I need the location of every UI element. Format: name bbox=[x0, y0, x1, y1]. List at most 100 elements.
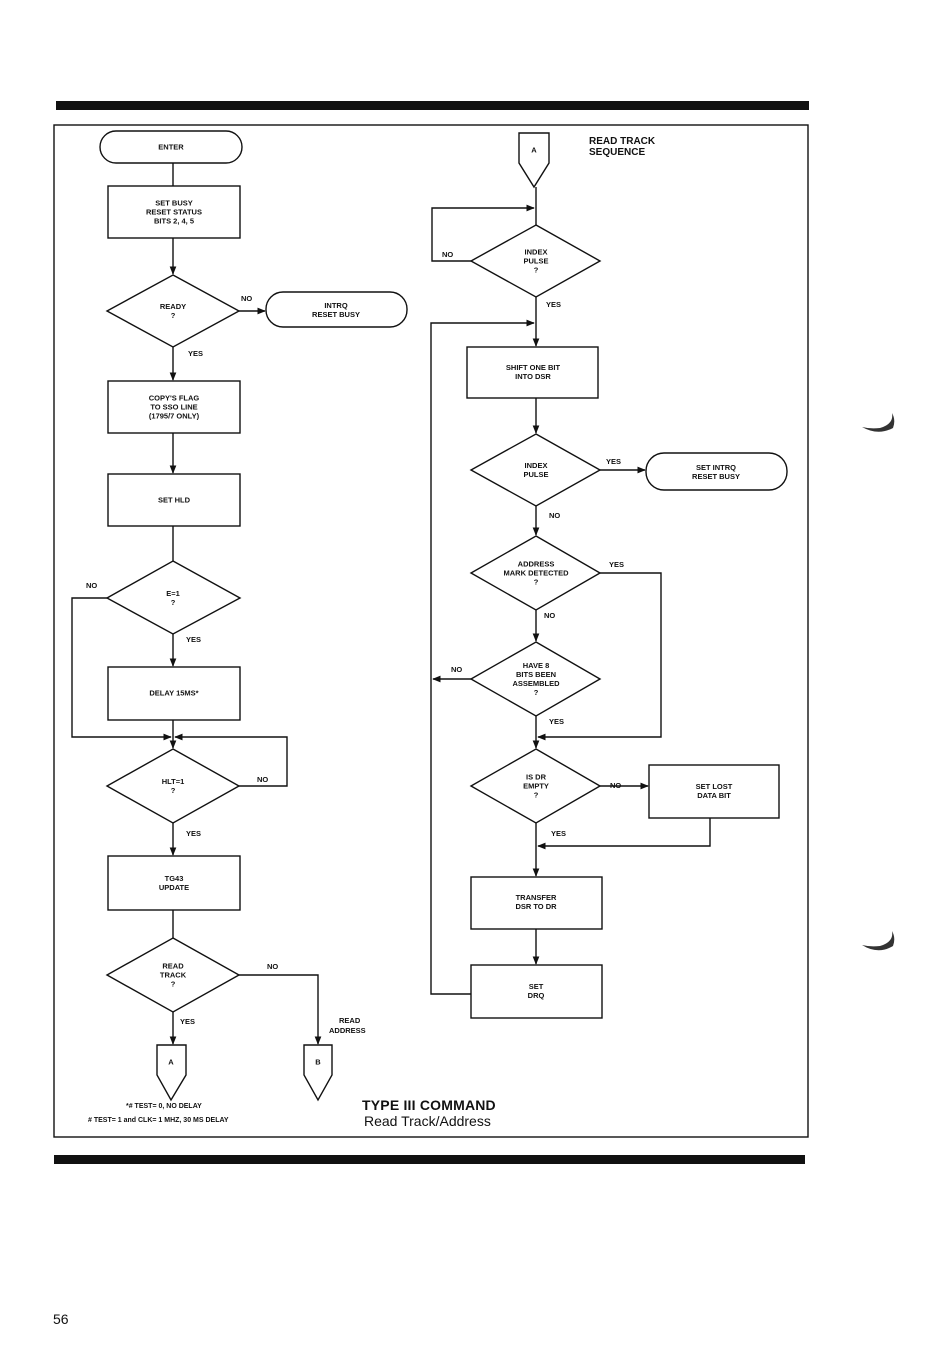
set-lost-data-box bbox=[648, 764, 780, 819]
set-busy-box bbox=[107, 185, 241, 239]
node-label-line: ? bbox=[171, 786, 176, 795]
address-yes-label: YES bbox=[609, 560, 624, 569]
index-1-no-label: NO bbox=[442, 250, 453, 259]
node-label-line: READY bbox=[160, 302, 186, 311]
node-label-line: ADDRESS bbox=[518, 560, 555, 569]
node-label-line: SET BUSY bbox=[155, 199, 193, 208]
dr-yes-label: YES bbox=[551, 829, 566, 838]
node-label-line: ? bbox=[534, 578, 539, 587]
bottom-rule bbox=[54, 1155, 805, 1164]
connector-a-top-label: A bbox=[531, 146, 537, 155]
node-label-line: ? bbox=[171, 311, 176, 320]
node-label-line: SET HLD bbox=[158, 496, 191, 505]
node-label-line: COPY'S FLAG bbox=[149, 394, 200, 403]
node-label-line: DSR TO DR bbox=[515, 902, 557, 911]
read-address-label-line-1: READ bbox=[339, 1016, 361, 1025]
node-label-line: INDEX bbox=[525, 461, 548, 470]
connector-b-label: B bbox=[315, 1058, 321, 1067]
node-label-line: DELAY 15MS* bbox=[149, 689, 198, 698]
address-no-label: NO bbox=[544, 611, 555, 620]
edge-set-drq-return-loop bbox=[430, 319, 535, 995]
node-label-line: A bbox=[531, 146, 537, 155]
node-label-line: DRQ bbox=[528, 991, 545, 1000]
ready-no-label: NO bbox=[241, 294, 252, 303]
binding-mark-upper bbox=[862, 413, 895, 432]
node-label-line: TG43 bbox=[165, 874, 184, 883]
figure-title: TYPE III COMMAND bbox=[362, 1097, 496, 1113]
node-label-line: INTRQ bbox=[324, 301, 347, 310]
set-drq-box bbox=[470, 964, 603, 1019]
node-label-line: TRACK bbox=[160, 971, 187, 980]
node-label-line: MARK DETECTED bbox=[504, 569, 570, 578]
read-track-sequence-title: READ TRACK SEQUENCE bbox=[589, 136, 655, 158]
read-track-yes-label: YES bbox=[180, 1017, 195, 1026]
enter-label: ENTER bbox=[158, 143, 184, 152]
node-label-line: SET INTRQ bbox=[696, 463, 736, 472]
tg43-update-box bbox=[107, 855, 241, 911]
node-label-line: ENTER bbox=[158, 143, 184, 152]
node-label-line: TRANSFER bbox=[516, 893, 557, 902]
set-hld-box bbox=[107, 473, 241, 527]
connector-a-left bbox=[156, 1044, 187, 1102]
node-label-line: READ bbox=[162, 962, 184, 971]
node-label-line: (1795/7 ONLY) bbox=[149, 412, 200, 421]
read-track-no-label: NO bbox=[267, 962, 278, 971]
node-label-line: RESET BUSY bbox=[692, 472, 740, 481]
node-label-line: E=1 bbox=[166, 589, 180, 598]
copy-flag-box bbox=[107, 380, 241, 434]
node-label-line: PULSE bbox=[523, 470, 548, 479]
edge-hlt-no-loop bbox=[174, 733, 288, 787]
ready-label: READY? bbox=[160, 302, 186, 320]
set-intrq-terminal bbox=[645, 452, 788, 491]
binding-mark-lower bbox=[862, 931, 895, 951]
index-2-no-label: NO bbox=[549, 511, 560, 520]
shift-bit-box bbox=[466, 346, 599, 399]
node-label-line: SET bbox=[529, 982, 544, 991]
node-label-line: HAVE 8 bbox=[523, 661, 550, 670]
edge-index-1-no-loop bbox=[431, 204, 535, 262]
sequence-title-line-1: READ TRACK bbox=[589, 136, 656, 147]
node-label-line: INDEX bbox=[525, 248, 548, 257]
node-label-line: SHIFT ONE BIT bbox=[506, 363, 561, 372]
have-8-no-label: NO bbox=[451, 665, 462, 674]
node-label-line: INTO DSR bbox=[515, 372, 551, 381]
node-label-line: B bbox=[315, 1058, 321, 1067]
have-8-yes-label: YES bbox=[549, 717, 564, 726]
node-label-line: RESET STATUS bbox=[146, 208, 202, 217]
ready-yes-label: YES bbox=[188, 349, 203, 358]
intrq-reset-busy-terminal bbox=[265, 291, 408, 328]
e-no-label: NO bbox=[86, 581, 97, 590]
connector-b bbox=[303, 1044, 333, 1102]
delay-15ms-box bbox=[107, 666, 241, 721]
enter-terminal bbox=[99, 130, 243, 164]
index-2-yes-label: YES bbox=[606, 457, 621, 466]
node-label-line: ? bbox=[171, 980, 176, 989]
connector-a-top bbox=[518, 132, 550, 189]
node-label-line: HLT=1 bbox=[162, 777, 185, 786]
node-label-line: A bbox=[168, 1058, 174, 1067]
top-rule bbox=[56, 101, 809, 110]
edge-e-no-bypass bbox=[71, 597, 172, 741]
sequence-title-line-2: SEQUENCE bbox=[589, 147, 646, 158]
dr-no-label: NO bbox=[610, 781, 621, 790]
edge-lost-data-return bbox=[537, 818, 711, 850]
node-label-line: ? bbox=[534, 266, 539, 275]
e-yes-label: YES bbox=[186, 635, 201, 644]
hlt-equals-1-label: HLT=1? bbox=[162, 777, 185, 795]
hlt-yes-label: YES bbox=[186, 829, 201, 838]
node-label-line: IS DR bbox=[526, 773, 547, 782]
node-label-line: UPDATE bbox=[159, 883, 189, 892]
figure-subtitle: Read Track/Address bbox=[364, 1113, 491, 1129]
figure-frame bbox=[53, 124, 809, 1138]
node-label-line: EMPTY bbox=[523, 782, 549, 791]
